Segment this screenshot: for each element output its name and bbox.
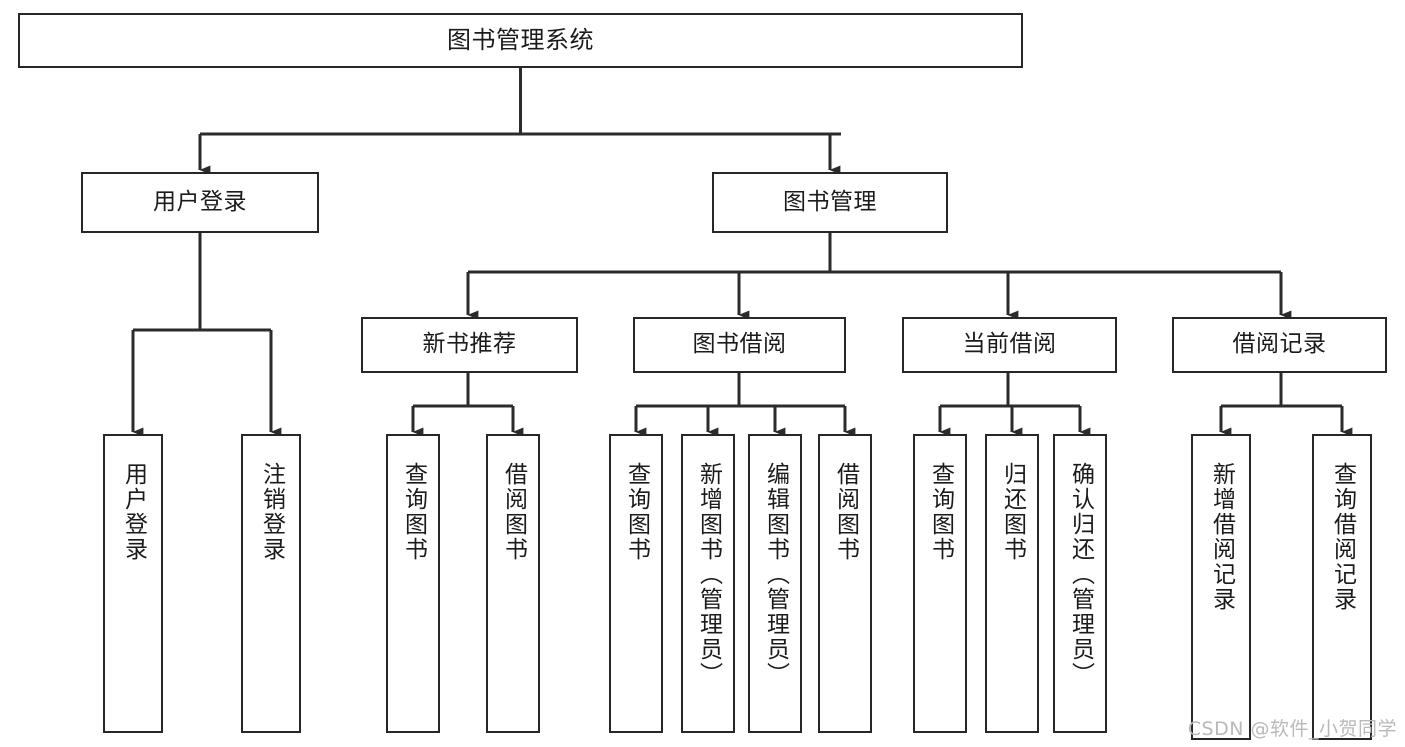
node-leaf-add-borrow-record-label: 新增借阅记录: [1208, 462, 1235, 612]
node-leaf-recommend-borrow-book[interactable]: 借阅图书: [486, 434, 540, 733]
node-user-login-label: 用户登录: [153, 188, 247, 215]
node-user-login[interactable]: 用户登录: [81, 172, 319, 233]
node-leaf-return-book[interactable]: 归还图书: [985, 434, 1039, 733]
node-leaf-current-query-book[interactable]: 查询图书: [913, 434, 967, 733]
node-leaf-recommend-query-book-label: 查询图书: [400, 462, 427, 562]
node-leaf-borrow-query-book[interactable]: 查询图书: [609, 434, 663, 733]
node-leaf-user-logout-label: 注销登录: [258, 462, 285, 562]
node-leaf-confirm-return-admin-label: 确认归还（管理员）: [1067, 462, 1094, 687]
node-leaf-return-book-label: 归还图书: [999, 462, 1026, 562]
node-leaf-add-borrow-record[interactable]: 新增借阅记录: [1191, 434, 1251, 740]
node-leaf-borrow-book[interactable]: 借阅图书: [818, 434, 872, 733]
node-borrow-record[interactable]: 借阅记录: [1172, 317, 1387, 373]
node-leaf-query-borrow-record[interactable]: 查询借阅记录: [1312, 434, 1372, 740]
node-leaf-user-login-label: 用户登录: [120, 462, 147, 562]
node-leaf-query-borrow-record-label: 查询借阅记录: [1329, 462, 1356, 612]
node-book-manage[interactable]: 图书管理: [712, 172, 948, 233]
node-root[interactable]: 图书管理系统: [18, 13, 1023, 68]
node-leaf-confirm-return-admin[interactable]: 确认归还（管理员）: [1053, 434, 1107, 733]
node-leaf-add-book-admin-label: 新增图书（管理员）: [695, 462, 722, 687]
node-current-borrow-label: 当前借阅: [962, 331, 1057, 358]
node-leaf-edit-book-admin-label: 编辑图书（管理员）: [762, 462, 789, 687]
node-book-manage-label: 图书管理: [783, 188, 877, 215]
node-root-label: 图书管理系统: [447, 26, 594, 55]
node-leaf-borrow-book-label: 借阅图书: [832, 462, 859, 562]
node-leaf-user-logout[interactable]: 注销登录: [241, 434, 301, 733]
node-leaf-recommend-borrow-book-label: 借阅图书: [500, 462, 527, 562]
node-book-borrow-label: 图书借阅: [692, 331, 787, 358]
node-leaf-borrow-query-book-label: 查询图书: [623, 462, 650, 562]
node-borrow-record-label: 借阅记录: [1232, 331, 1327, 358]
node-leaf-current-query-book-label: 查询图书: [927, 462, 954, 562]
node-book-borrow[interactable]: 图书借阅: [633, 317, 846, 373]
node-leaf-edit-book-admin[interactable]: 编辑图书（管理员）: [748, 434, 802, 733]
node-leaf-add-book-admin[interactable]: 新增图书（管理员）: [681, 434, 735, 733]
node-new-book-recommend[interactable]: 新书推荐: [361, 317, 578, 373]
node-leaf-user-login[interactable]: 用户登录: [103, 434, 163, 733]
node-leaf-recommend-query-book[interactable]: 查询图书: [386, 434, 440, 733]
watermark: CSDN @软件_小贺同学: [1187, 718, 1397, 740]
node-current-borrow[interactable]: 当前借阅: [902, 317, 1117, 373]
node-new-book-recommend-label: 新书推荐: [422, 331, 517, 358]
